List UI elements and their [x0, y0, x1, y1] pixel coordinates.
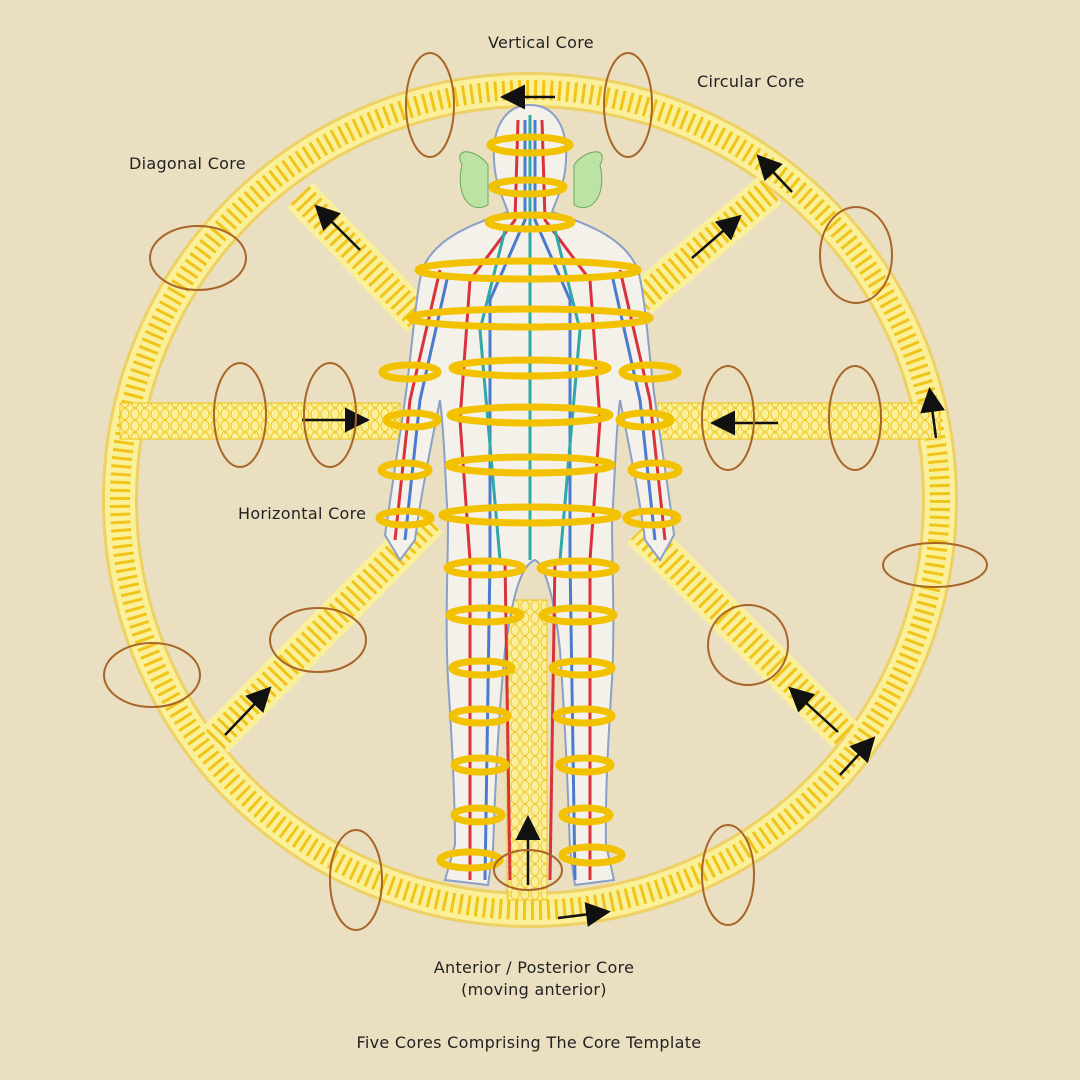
circular-core-label: Circular Core	[697, 72, 805, 91]
vertical-core-label: Vertical Core	[488, 33, 594, 52]
anterior-core-label-line2: (moving anterior)	[461, 980, 607, 999]
horizontal-core-label: Horizontal Core	[238, 504, 366, 523]
anterior-core-label-line1: Anterior / Posterior Core	[434, 958, 634, 977]
figure-caption: Five Cores Comprising The Core Template	[357, 1033, 702, 1052]
horizontal-core-right-band	[650, 403, 940, 439]
diagonal-core-label: Diagonal Core	[129, 154, 246, 173]
